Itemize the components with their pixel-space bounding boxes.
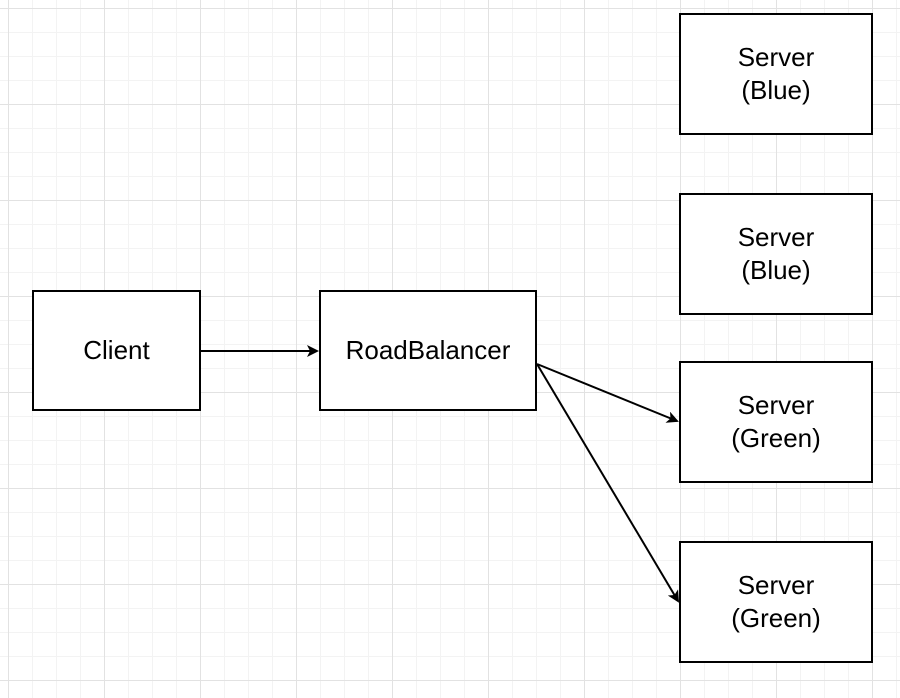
load-balancer-node[interactable]: RoadBalancer (319, 290, 537, 411)
client-node[interactable]: Client (32, 290, 201, 411)
server-green-node-2[interactable]: Server (Green) (679, 541, 873, 663)
server-blue-node-2[interactable]: Server (Blue) (679, 193, 873, 315)
server-blue-node-1[interactable]: Server (Blue) (679, 13, 873, 135)
edge-load-balancer-to-server-green-1[interactable] (536, 363, 679, 423)
server-green-1-title: Server (737, 390, 815, 420)
server-green-node-1[interactable]: Server (Green) (679, 361, 873, 483)
server-blue-1-color: (Blue) (741, 75, 811, 105)
server-green-1-color: (Green) (731, 423, 821, 453)
server-green-2-color: (Green) (731, 603, 821, 633)
load-balancer-label: RoadBalancer (345, 335, 511, 365)
edge-load-balancer-to-server-green-2[interactable] (536, 363, 680, 603)
client-label: Client (83, 335, 150, 365)
server-blue-1-title: Server (737, 42, 815, 72)
server-blue-2-color: (Blue) (741, 255, 811, 285)
server-blue-2-title: Server (737, 222, 815, 252)
server-green-2-title: Server (737, 570, 815, 600)
